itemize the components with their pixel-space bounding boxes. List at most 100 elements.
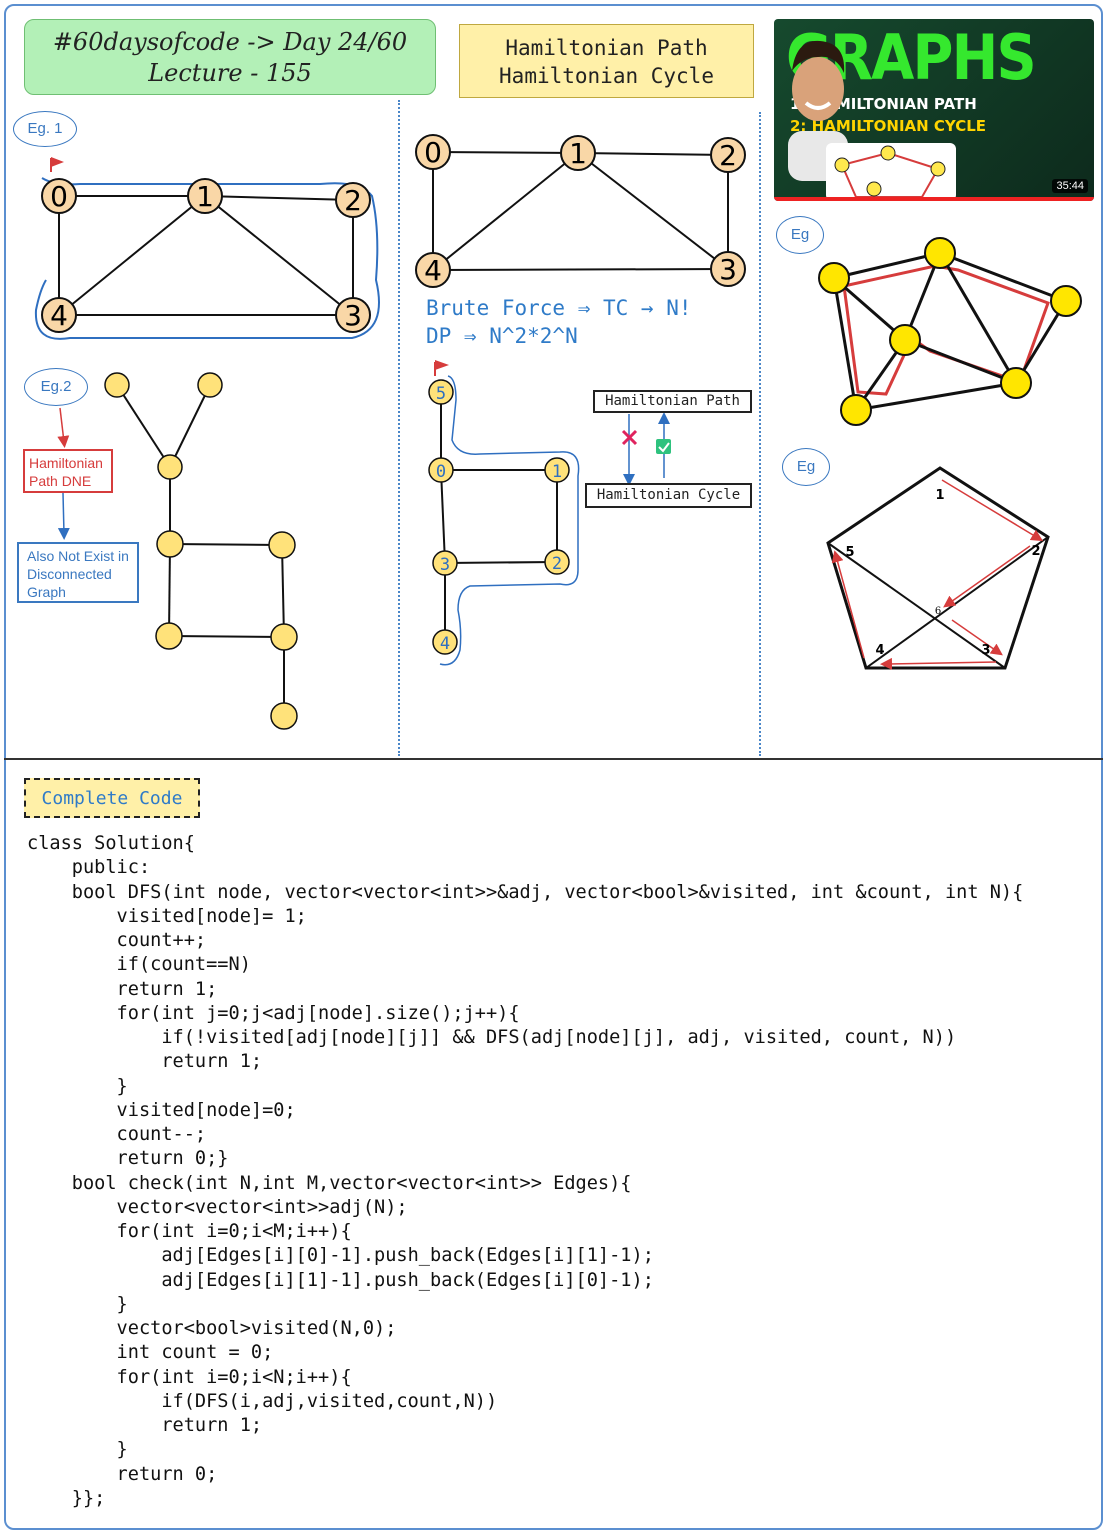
small-node-4: 4 <box>432 629 458 655</box>
svg-text:0: 0 <box>436 462 446 482</box>
code-line: return 0;} <box>27 1148 229 1170</box>
svg-text:2: 2 <box>552 554 562 574</box>
diagram-canvas: 0 1 2 3 4 0 1 2 3 4 <box>34 134 1082 730</box>
svg-text:3: 3 <box>440 555 450 575</box>
code-line: bool check(int N,int M,vector<vector<int… <box>27 1172 632 1194</box>
svg-text:1: 1 <box>196 180 214 213</box>
code-line: if(DFS(i,adj,visited,count,N)) <box>27 1390 498 1412</box>
eg1-path-highlight <box>34 177 380 340</box>
code-line: count++; <box>27 930 207 951</box>
svg-text:1: 1 <box>552 462 562 482</box>
complete-code-title: Complete Code <box>24 778 200 818</box>
eg2-label: Eg.2 <box>24 368 88 406</box>
eg1-node-1: 1 <box>187 178 223 214</box>
small-node-0: 0 <box>428 457 454 483</box>
eg1-label: Eg. 1 <box>13 111 77 147</box>
svg-text:0: 0 <box>424 136 442 169</box>
lecture-number: Lecture - 155 <box>148 59 312 87</box>
pentagon-label-1: 1 <box>935 488 944 503</box>
hamiltonian-cycle-box: Hamiltonian Cycle <box>585 483 752 508</box>
eg1-graph <box>34 157 380 340</box>
code-line: for(int i=0;i<M;i++){ <box>27 1221 352 1242</box>
eg1-node-2: 2 <box>335 182 371 218</box>
section-divider <box>4 758 1103 760</box>
code-line: count--; <box>27 1124 207 1145</box>
code-line: vector<bool>visited(N,0); <box>27 1318 397 1339</box>
mid-node-0: 0 <box>415 134 451 170</box>
eg1-node-0: 0 <box>41 178 77 214</box>
topic-line1: Hamiltonian Path <box>505 36 708 60</box>
code-line: } <box>27 1293 128 1315</box>
topic-box: Hamiltonian Path Hamiltonian Cycle <box>459 24 754 98</box>
code-line: adj[Edges[i][1]-1].push_back(Edges[i][0]… <box>27 1269 654 1291</box>
code-line: if(!visited[adj[node][j]] && DFS(adj[nod… <box>27 1027 957 1048</box>
code-line: return 1; <box>27 1415 263 1436</box>
eg1-node-3: 3 <box>335 297 371 333</box>
code-line: return 1; <box>27 978 218 1000</box>
small-node-5: 5 <box>428 379 454 405</box>
code-line: int count = 0; <box>27 1342 274 1364</box>
code-block: class Solution{ public: bool DFS(int nod… <box>27 832 1023 1511</box>
code-line: class Solution{ <box>27 833 195 854</box>
mid-node-2: 2 <box>710 137 746 173</box>
svg-text:4: 4 <box>440 634 450 654</box>
code-line: } <box>27 1439 128 1461</box>
eg1-node-4: 4 <box>41 297 77 333</box>
svg-text:4: 4 <box>50 299 68 332</box>
topic-line2: Hamiltonian Cycle <box>499 64 714 88</box>
small-node-1: 1 <box>544 457 570 483</box>
pentagon-graph: 1 2 3 4 5 6 <box>826 466 1050 670</box>
cross-icon <box>621 429 638 446</box>
column-divider-left <box>398 100 400 756</box>
hamiltonian-path-dne-box: Hamiltonian Path DNE <box>23 449 113 493</box>
thumbnail-graph-icon <box>826 143 956 201</box>
video-thumbnail[interactable]: GRAPHS 1: HAMILTONIAN PATH 2: HAMILTONIA… <box>774 19 1094 201</box>
arrow-to-dne <box>57 407 70 448</box>
pentagon-label-3: 3 <box>981 643 990 658</box>
hamiltonian-path-box: Hamiltonian Path <box>593 390 752 413</box>
middle-small-graph <box>434 360 580 666</box>
code-line: visited[node]= 1; <box>27 905 307 927</box>
pentagon-label-4: 4 <box>875 643 884 658</box>
code-line: }}; <box>27 1487 106 1509</box>
code-line: if(count==N) <box>27 954 251 976</box>
brute-force-complexity: Brute Force ⇒ TC → N! <box>426 296 692 320</box>
pentagon-label-6: 6 <box>935 606 941 617</box>
svg-text:2: 2 <box>344 184 362 217</box>
svg-text:0: 0 <box>50 180 68 213</box>
right-eg-label-2: Eg <box>782 448 830 486</box>
code-line: for(int i=0;i<N;i++){ <box>27 1366 352 1388</box>
disconnected-graph-box: Also Not Exist in Disconnected Graph <box>17 542 139 603</box>
mid-node-4: 4 <box>415 252 451 288</box>
video-duration: 35:44 <box>1052 179 1088 193</box>
thumbnail-line2: 2: HAMILTONIAN CYCLE <box>790 117 987 135</box>
code-line: return 1; <box>27 1051 263 1073</box>
svg-text:1: 1 <box>569 137 587 170</box>
small-node-2: 2 <box>544 549 570 575</box>
arrow-to-disconnected <box>57 492 70 540</box>
svg-text:3: 3 <box>344 299 362 332</box>
code-line: visited[node]=0; <box>27 1099 296 1121</box>
code-line: vector<vector<int>>adj(N); <box>27 1196 408 1218</box>
middle-graph <box>432 151 729 271</box>
svg-text:5: 5 <box>436 384 446 404</box>
svg-text:2: 2 <box>719 139 737 172</box>
right-graph-1 <box>818 237 1082 426</box>
day-counter-box: #60daysofcode -> Day 24/60 Lecture - 155 <box>24 19 436 95</box>
dp-complexity: DP ⇒ N^2*2^N <box>426 324 578 348</box>
video-progress-bar <box>774 197 1094 201</box>
svg-text:3: 3 <box>719 253 737 286</box>
small-node-3: 3 <box>432 550 458 576</box>
code-line: bool DFS(int node, vector<vector<int>>&a… <box>27 881 1024 903</box>
code-line: for(int j=0;j<adj[node].size();j++){ <box>27 1002 520 1024</box>
code-line: adj[Edges[i][0]-1].push_back(Edges[i][1]… <box>27 1245 654 1267</box>
code-line: return 0; <box>27 1463 218 1485</box>
day-counter-line1: #60daysofcode -> Day 24/60 <box>52 28 408 56</box>
small-path-highlight <box>439 375 580 666</box>
mid-node-3: 3 <box>710 251 746 287</box>
pentagon-label-2: 2 <box>1031 544 1040 559</box>
mid-node-1: 1 <box>560 135 596 171</box>
svg-text:4: 4 <box>424 254 442 287</box>
check-icon <box>656 439 671 454</box>
code-line: } <box>27 1075 128 1097</box>
